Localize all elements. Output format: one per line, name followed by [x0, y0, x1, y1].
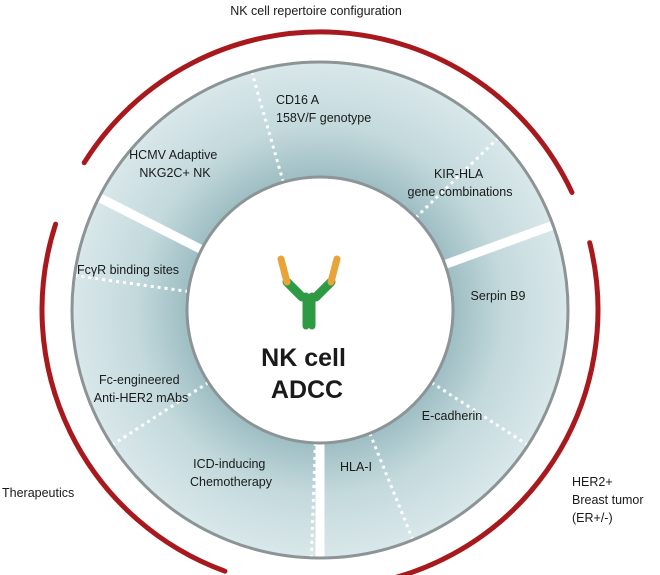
group-label-right: HER2+ Breast tumor (ER+/-): [572, 475, 647, 525]
segment-divider: [309, 442, 317, 558]
segment-label-ecadherin: E-cadherin: [422, 409, 482, 423]
segment-divider: [111, 381, 210, 447]
group-gap: [93, 191, 206, 255]
segment-label-serpin: Serpin B9: [471, 289, 526, 303]
segment-label-hla: HLA-I: [340, 460, 372, 474]
ring-band: [72, 62, 568, 558]
group-gaps: [93, 191, 559, 562]
segment-label-icd: ICD-inducing Chemotherapy: [190, 457, 273, 489]
segment-divider: [250, 71, 285, 183]
ring-inner-edge: [185, 175, 455, 445]
segment-divider: [74, 273, 189, 293]
factor-ring: [70, 60, 570, 562]
group-label-left: Therapeutics: [2, 486, 74, 500]
segment-divider: [368, 432, 415, 541]
therapeutics-group-arc: [39, 221, 228, 574]
segment-label-hcmv: HCMV Adaptive NKG2C+ NK: [129, 148, 221, 180]
tumor-group-arc: [394, 240, 601, 575]
segment-divider: [430, 381, 529, 447]
segment-label-kir: KIR-HLA gene combinations: [408, 167, 513, 199]
antibody-icon: [277, 255, 341, 330]
segment-label-cd16: CD16 A 158V/F genotype: [276, 93, 371, 125]
segment-dividers: [74, 71, 529, 558]
segment-divider: [414, 136, 500, 219]
repertoire-group-arc: [81, 29, 575, 195]
segment-label-fc: Fc-engineered Anti-HER2 mAbs: [94, 373, 188, 405]
ring-outer-edge: [70, 60, 570, 560]
center-label: NK cell ADCC: [261, 344, 353, 404]
segment-label-fcyr: FcγR binding sites: [77, 263, 179, 277]
group-gap: [441, 219, 559, 270]
group-label-top: NK cell repertoire configuration: [230, 4, 402, 18]
